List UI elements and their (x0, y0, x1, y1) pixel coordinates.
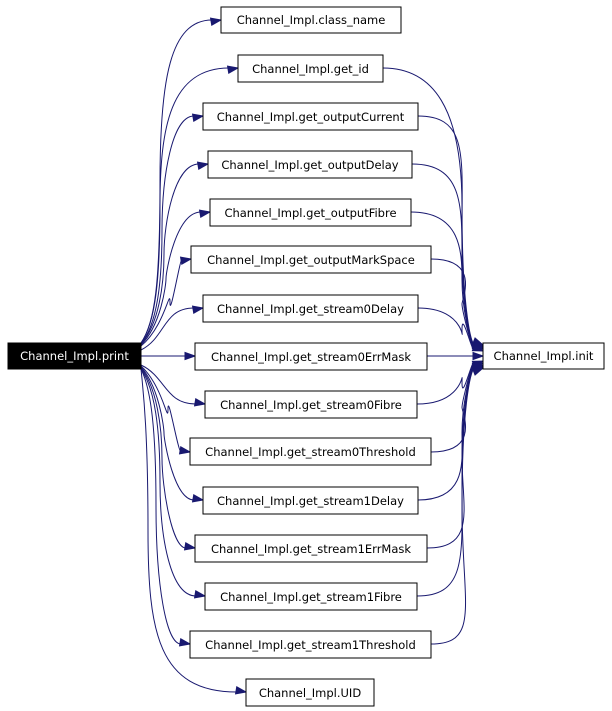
node-label-root: Channel_Impl.print (20, 349, 129, 363)
node-box (202, 294, 419, 323)
arrowhead (471, 367, 485, 376)
node-label: Channel_Impl.get_stream0Fibre (220, 398, 402, 412)
node-box (194, 342, 428, 371)
node-get-outputmarkspace[interactable]: Channel_Impl.get_outputMarkSpace (190, 245, 432, 274)
node-uid[interactable]: Channel_Impl.UID (245, 678, 375, 707)
node-get-stream1fibre[interactable]: Channel_Impl.get_stream1Fibre (204, 582, 418, 611)
node-box-root (7, 342, 142, 370)
node-get-stream0threshold[interactable]: Channel_Impl.get_stream0Threshold (189, 437, 432, 466)
edge-print-to-callee (140, 367, 187, 549)
node-box (189, 437, 432, 466)
node-box (204, 390, 418, 419)
node-get-outputcurrent[interactable]: Channel_Impl.get_outputCurrent (202, 102, 419, 131)
node-box (220, 6, 402, 34)
node-get-outputfibre[interactable]: Channel_Impl.get_outputFibre (209, 198, 412, 227)
node-label: Channel_Impl.class_name (237, 13, 386, 27)
arrowhead (198, 209, 212, 218)
node-box (237, 54, 384, 83)
node-label: Channel_Impl.get_stream1Fibre (220, 590, 402, 604)
node-label: Channel_Impl.get_stream0Threshold (205, 445, 416, 459)
edge-print-to-callee (140, 365, 182, 453)
edge-print-to-callee (140, 368, 197, 597)
edge-print-to-callee (140, 307, 195, 351)
edge-callee-to-init (417, 364, 475, 501)
node-box (209, 198, 412, 227)
arrowhead (209, 17, 223, 26)
node-label-init: Channel_Impl.init (494, 349, 594, 363)
arrowhead (178, 638, 192, 647)
arrowhead (226, 65, 240, 74)
node-box (202, 486, 419, 515)
arrowhead (193, 398, 207, 407)
edge-print-to-callee (140, 67, 230, 344)
arrowhead (234, 686, 248, 695)
edge-callee-to-init (430, 258, 475, 350)
edge-callee-to-init (410, 211, 475, 349)
node-channel-impl-print[interactable]: Channel_Impl.print (7, 342, 142, 370)
node-get-id[interactable]: Channel_Impl.get_id (237, 54, 384, 83)
edge-print-to-callee (140, 115, 195, 345)
node-label: Channel_Impl.UID (259, 686, 362, 700)
node-label: Channel_Impl.get_outputDelay (221, 158, 398, 172)
edge-callee-to-init (411, 163, 475, 348)
edge-print-to-callee (140, 364, 197, 405)
edge-print-to-callee (140, 258, 183, 347)
node-box (245, 678, 375, 707)
edge-print-to-callee (140, 211, 202, 346)
node-label: Channel_Impl.get_stream1Threshold (205, 638, 416, 652)
node-get-outputdelay[interactable]: Channel_Impl.get_outputDelay (207, 150, 413, 179)
arrowhead (472, 351, 485, 361)
node-label: Channel_Impl.get_outputMarkSpace (207, 253, 415, 267)
arrowhead (193, 590, 207, 599)
edge-print-to-callee (140, 368, 182, 645)
edge-print-to-callee (140, 19, 213, 344)
node-get-stream1threshold[interactable]: Channel_Impl.get_stream1Threshold (189, 630, 432, 659)
node-layer: Channel_Impl.print Channel_Impl.init Cha… (7, 6, 605, 707)
node-label: Channel_Impl.get_stream0Delay (217, 302, 404, 316)
node-label: Channel_Impl.get_stream0ErrMask (211, 350, 411, 364)
edge-print-to-callee (140, 366, 195, 501)
node-box (190, 245, 432, 274)
edge-layer (140, 17, 485, 695)
node-class-name[interactable]: Channel_Impl.class_name (220, 6, 402, 34)
node-box-init (482, 342, 605, 370)
node-box (189, 630, 432, 659)
node-label: Channel_Impl.get_outputCurrent (217, 110, 405, 124)
arrowhead (184, 351, 197, 361)
node-get-stream1delay[interactable]: Channel_Impl.get_stream1Delay (202, 486, 419, 515)
arrowhead (471, 343, 485, 352)
node-get-stream0errmask[interactable]: Channel_Impl.get_stream0ErrMask (194, 342, 428, 371)
node-get-stream0delay[interactable]: Channel_Impl.get_stream0Delay (202, 294, 419, 323)
node-box (207, 150, 413, 179)
edge-callee-to-init (430, 362, 475, 453)
edge-callee-to-init (430, 367, 475, 645)
edge-print-to-callee (140, 163, 200, 345)
arrowhead (179, 256, 193, 265)
node-box (194, 534, 428, 563)
node-box (202, 102, 419, 131)
arrowhead (191, 113, 205, 122)
edge-callee-to-init (417, 307, 475, 352)
node-label: Channel_Impl.get_stream1ErrMask (211, 542, 411, 556)
arrowhead (178, 446, 192, 455)
node-get-stream0fibre[interactable]: Channel_Impl.get_stream0Fibre (204, 390, 418, 419)
node-label: Channel_Impl.get_outputFibre (224, 206, 396, 220)
node-channel-impl-init[interactable]: Channel_Impl.init (482, 342, 605, 370)
edge-print-to-callee (140, 368, 238, 693)
node-label: Channel_Impl.get_stream1Delay (217, 494, 404, 508)
edge-callee-to-init (416, 360, 475, 405)
arrowhead (191, 494, 205, 503)
arrowhead (191, 305, 205, 314)
arrowhead (183, 542, 197, 551)
node-get-stream1errmask[interactable]: Channel_Impl.get_stream1ErrMask (194, 534, 428, 563)
arrowhead (196, 161, 210, 170)
node-label: Channel_Impl.get_id (252, 62, 369, 76)
node-box (204, 582, 418, 611)
